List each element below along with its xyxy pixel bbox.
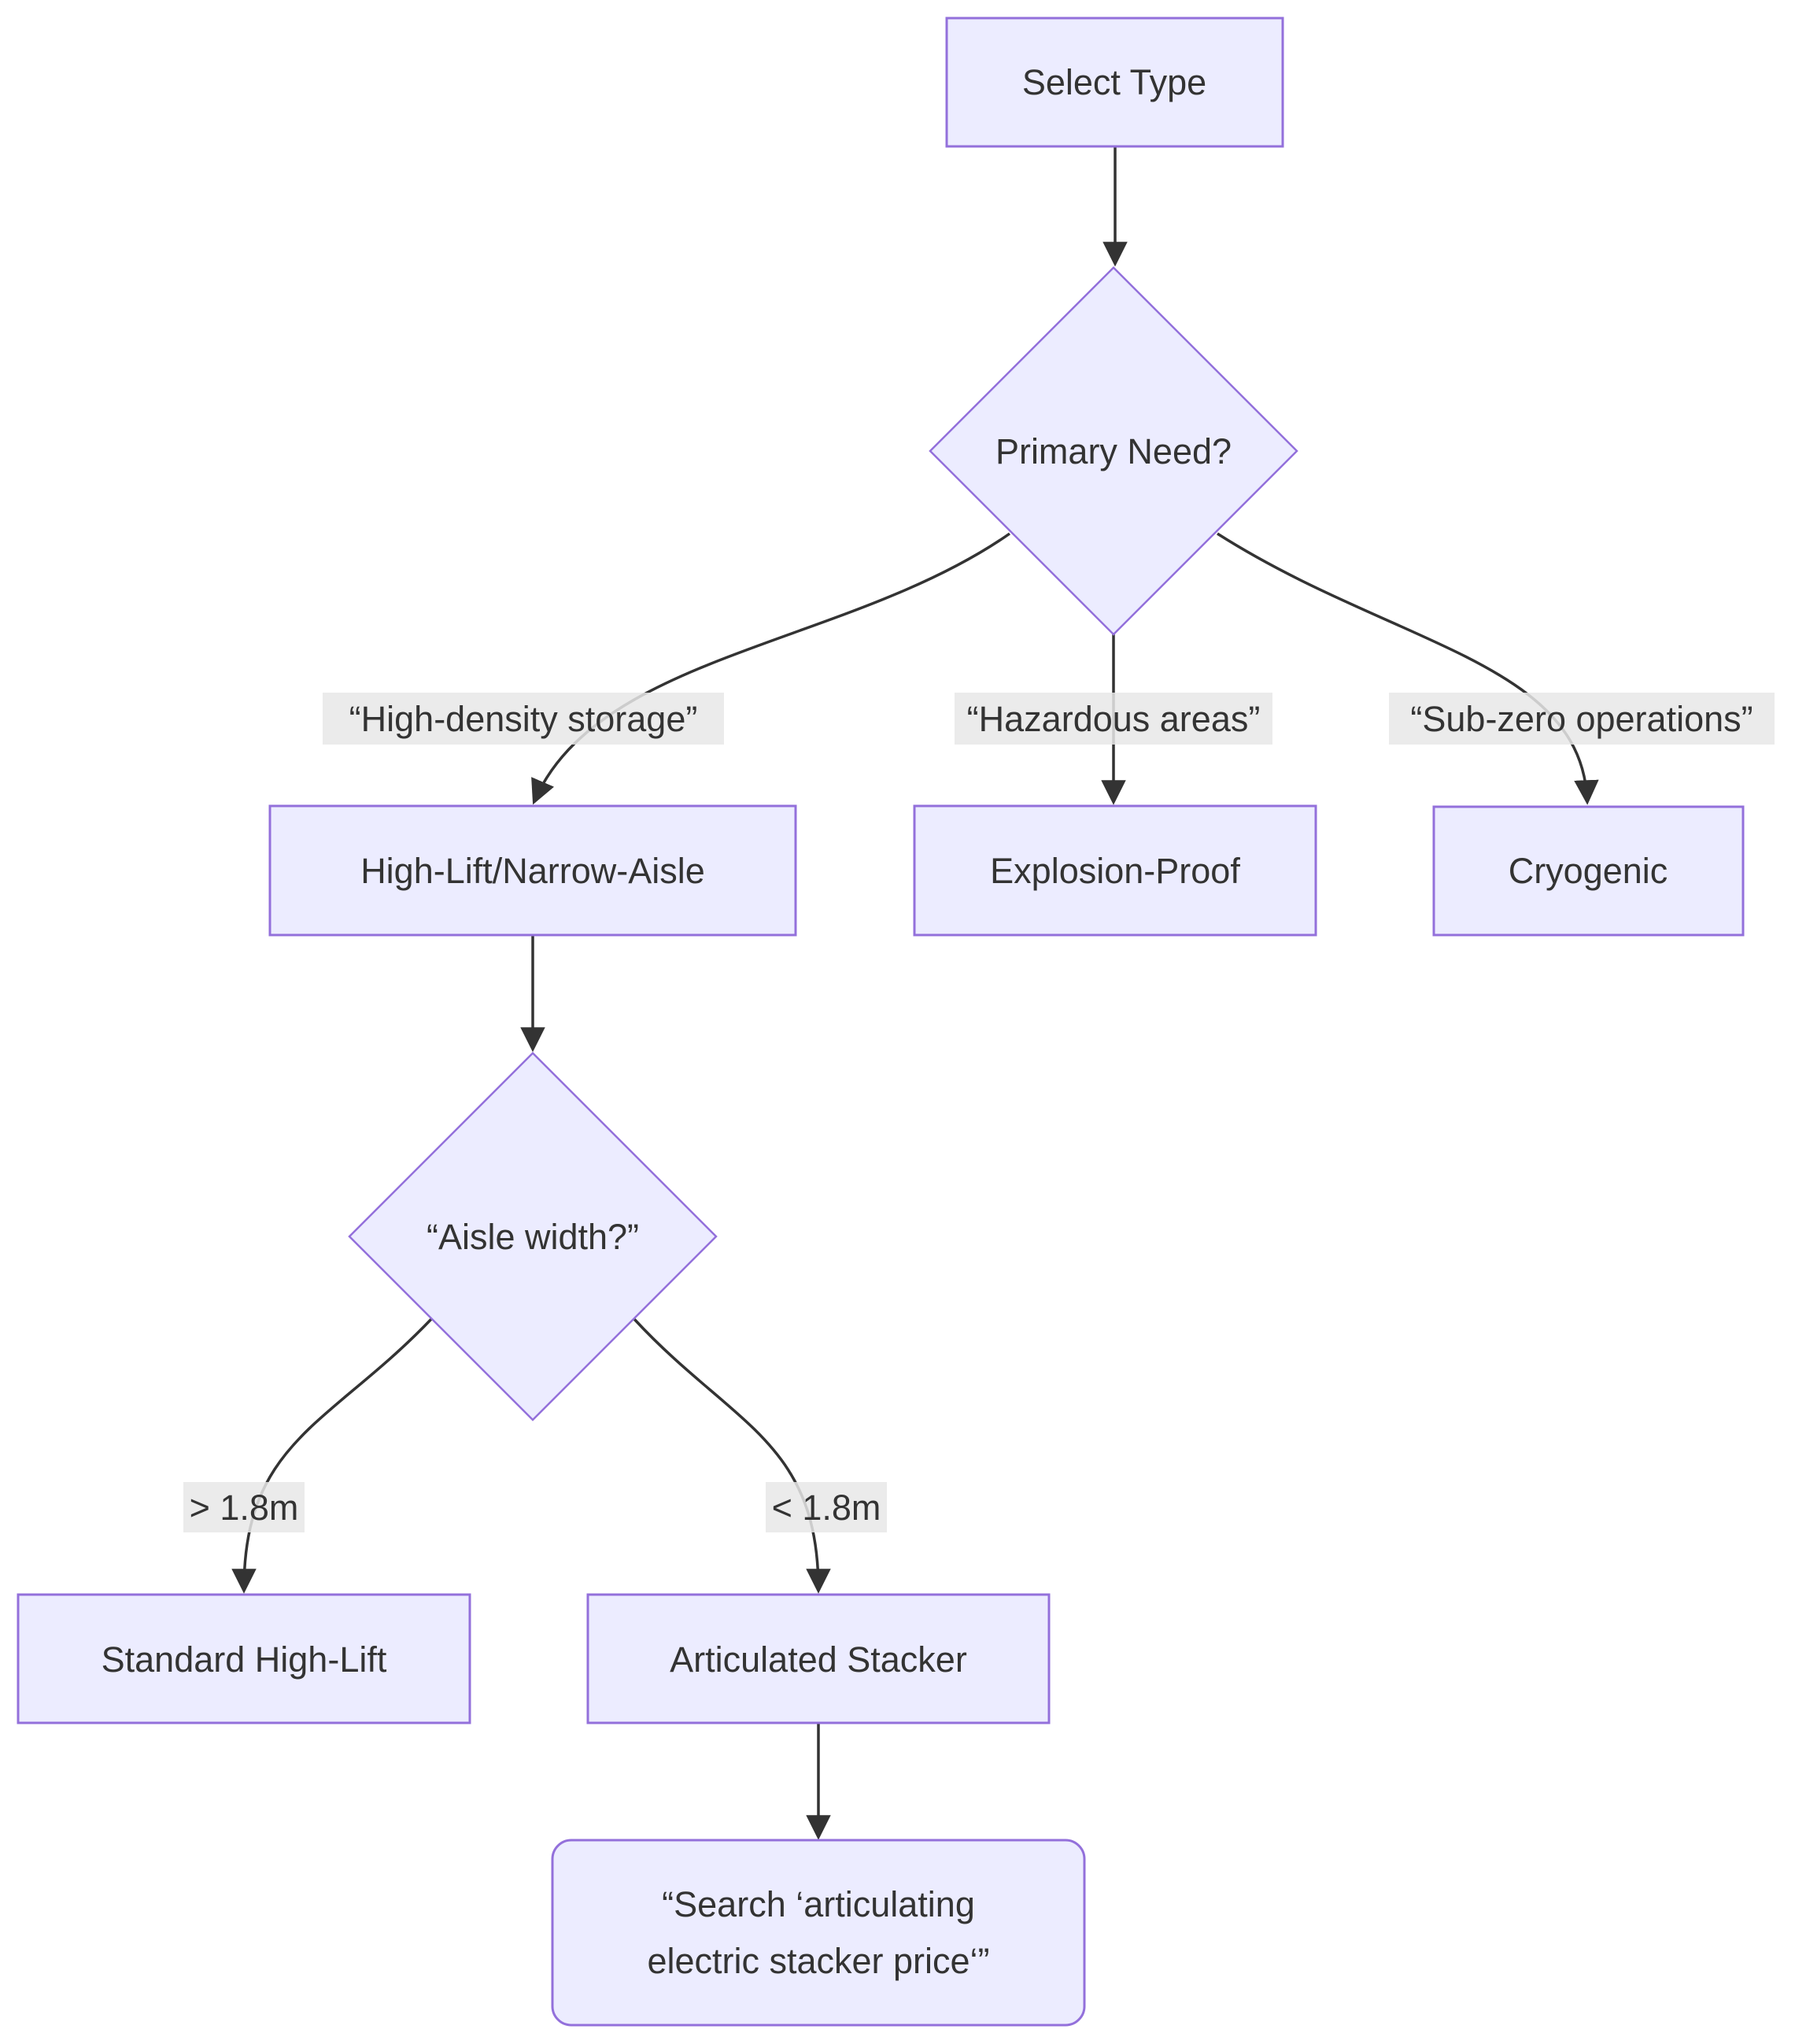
edge-label-bg-subzero <box>1389 693 1775 745</box>
node-high-lift-narrow-aisle: High-Lift/Narrow-Aisle <box>268 804 797 937</box>
edge-label-bg-gt18 <box>183 1482 305 1532</box>
node-standard-high-lift-shape <box>17 1593 471 1724</box>
node-explosion-proof: Explosion-Proof <box>913 804 1317 937</box>
edge-primary-need-to-cryogenic <box>1217 532 1599 805</box>
node-standard-high-lift: Standard High-Lift <box>17 1593 471 1724</box>
node-primary-need-label: Primary Need? <box>995 431 1232 471</box>
edge-aisle-width-to-standard-high-lift <box>231 1318 433 1594</box>
edge-label-lt18: < 1.8m <box>772 1488 881 1528</box>
nodes-layer: Select Type Primary Need? High-Lift/Narr… <box>17 17 1745 2027</box>
edge-label-hazardous: “Hazardous areas” <box>967 699 1261 739</box>
node-explosion-proof-label: Explosion-Proof <box>990 851 1240 891</box>
node-primary-need: Primary Need? <box>929 266 1298 636</box>
node-standard-high-lift-label: Standard High-Lift <box>102 1639 387 1680</box>
node-search-action-label-line2: electric stacker price‘” <box>647 1941 989 1981</box>
node-aisle-width-shape <box>348 1052 718 1421</box>
edges-layer <box>231 147 1599 1840</box>
node-cryogenic-label: Cryogenic <box>1509 851 1668 891</box>
node-search-action-label-line1: “Search ‘articulating <box>662 1884 975 1924</box>
node-search-action-shape <box>551 1839 1086 2027</box>
node-search-action: “Search ‘articulating electric stacker p… <box>551 1839 1086 2027</box>
edge-label-subzero: “Sub-zero operations” <box>1410 699 1753 739</box>
edge-labels-layer: “High-density storage” “Hazardous areas”… <box>183 693 1775 1532</box>
node-articulated-stacker-label: Articulated Stacker <box>670 1639 967 1680</box>
edge-aisle-width-to-articulated-stacker <box>633 1318 831 1594</box>
node-high-lift-narrow-aisle-label: High-Lift/Narrow-Aisle <box>360 851 705 891</box>
edge-label-high-density: “High-density storage” <box>349 699 698 739</box>
node-select-type: Select Type <box>945 17 1284 148</box>
node-explosion-proof-shape <box>913 804 1317 937</box>
edge-primary-need-to-high-lift <box>531 532 1011 805</box>
node-cryogenic: Cryogenic <box>1432 805 1745 937</box>
edge-label-bg-high-density <box>323 693 724 745</box>
edge-label-gt18: > 1.8m <box>190 1488 299 1528</box>
node-cryogenic-shape <box>1432 805 1745 937</box>
node-aisle-width-label: “Aisle width?” <box>427 1217 639 1257</box>
node-select-type-label: Select Type <box>1022 62 1206 102</box>
node-primary-need-shape <box>929 266 1298 636</box>
node-articulated-stacker: Articulated Stacker <box>586 1593 1051 1724</box>
edge-label-bg-hazardous <box>955 693 1272 745</box>
node-articulated-stacker-shape <box>586 1593 1051 1724</box>
edge-label-bg-lt18 <box>766 1482 887 1532</box>
node-high-lift-narrow-aisle-shape <box>268 804 797 937</box>
node-aisle-width: “Aisle width?” <box>348 1052 718 1421</box>
node-select-type-shape <box>945 17 1284 148</box>
